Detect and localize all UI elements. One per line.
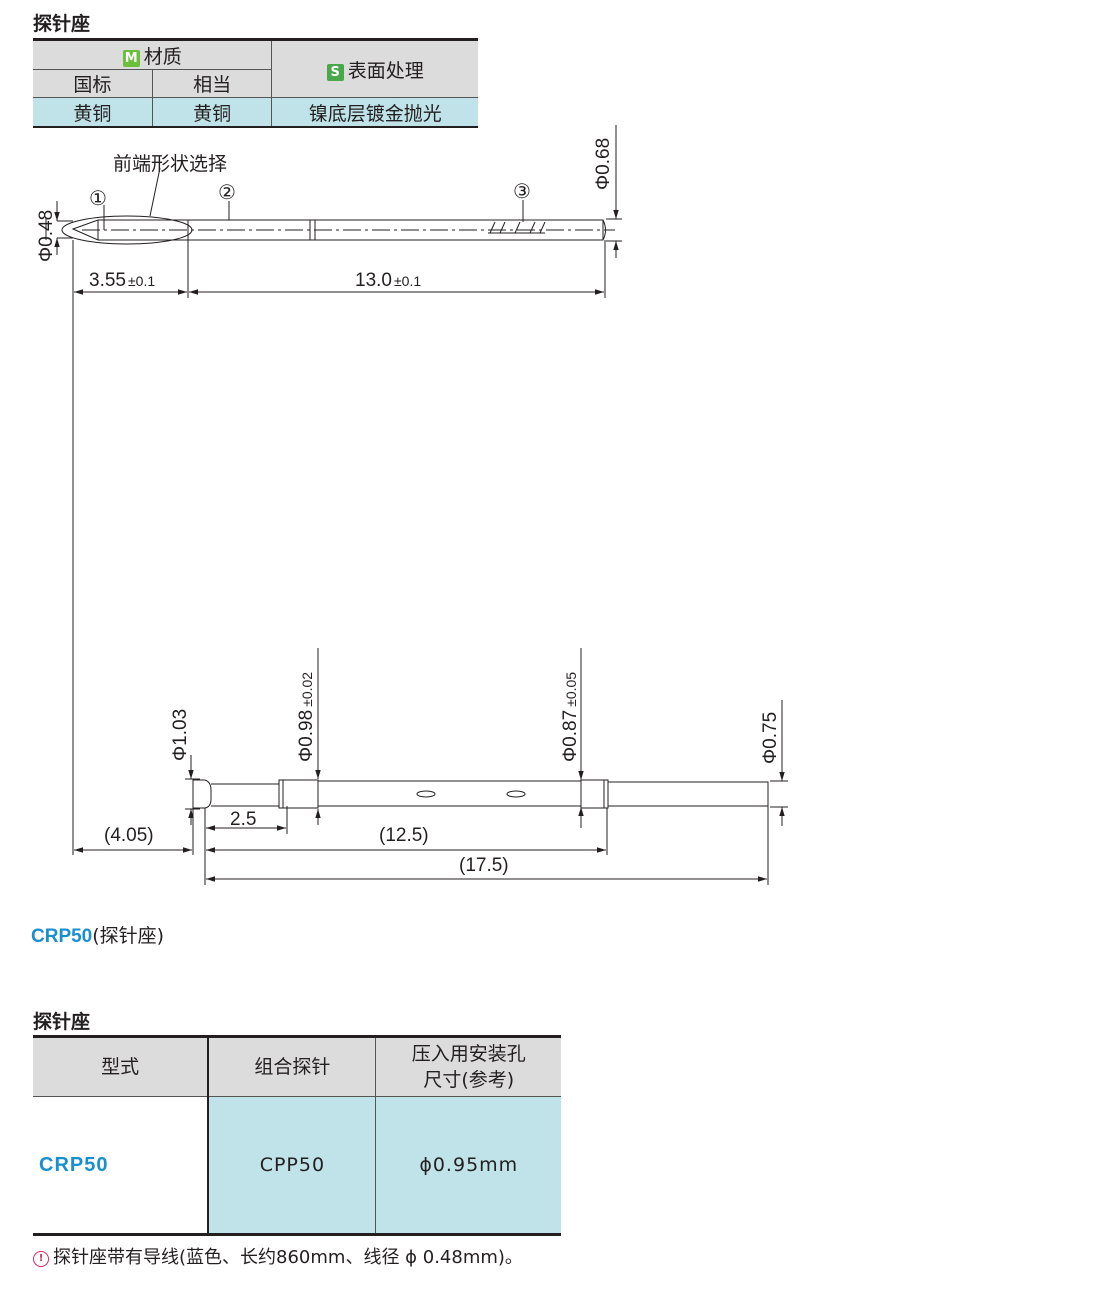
caption-suffix: (探针座) — [92, 925, 165, 947]
probe-head — [192, 779, 212, 809]
section-title-bottom: 探针座 — [33, 1011, 91, 1033]
dim-dia-head: Φ1.03 — [170, 709, 191, 761]
dim-len-a: 2.5 — [230, 809, 256, 830]
technical-drawing: 前端形状选择 ① ② ③ Φ0.48 Φ0.68 3.55±0.1 13.0±0… — [36, 125, 788, 885]
probe-body — [318, 780, 582, 807]
dim-len-offset: (4.05) — [104, 825, 154, 846]
section-title-top: 探针座 — [33, 13, 91, 35]
footnote: !探针座带有导线(蓝色、长约860mm、线径 ϕ 0.48mm)。 — [33, 1243, 523, 1269]
part-marker-1: ① — [89, 188, 107, 210]
cell-model: CRP50 — [33, 1096, 209, 1235]
warning-icon: ! — [33, 1251, 49, 1267]
material-national: 黄铜 — [33, 97, 153, 127]
cell-probe: CPP50 — [207, 1096, 376, 1235]
caption-model: CRP50 — [31, 926, 93, 947]
surface-badge: S — [326, 63, 344, 81]
surface-treatment: 镍底层镀金抛光 — [271, 97, 478, 127]
dim-dia-end: Φ0.68 — [593, 138, 614, 190]
dim-len-total: (17.5) — [459, 855, 509, 876]
dim-len2: 13.0±0.1 — [355, 270, 421, 291]
material-badge: M — [122, 49, 140, 67]
dim-dia-mid: Φ0.87±0.05 — [560, 672, 581, 762]
header-hole: 压入用安装孔尺寸(参考) — [375, 1036, 561, 1097]
spec-table: 型式 组合探针 压入用安装孔尺寸(参考) CRP50 CPP50 ϕ0.95mm — [33, 1035, 561, 1236]
tip-shape-label: 前端形状选择 — [113, 153, 227, 175]
sub-header-national: 国标 — [33, 69, 153, 98]
part-marker-2: ② — [218, 182, 236, 204]
dim-dia-tail: Φ0.75 — [760, 712, 781, 764]
probe-collar — [278, 779, 319, 809]
header-model: 型式 — [33, 1036, 209, 1097]
footnote-text: 探针座带有导线(蓝色、长约860mm、线径 ϕ 0.48mm)。 — [53, 1247, 523, 1268]
part-marker-3: ③ — [513, 181, 531, 203]
drawing-caption: CRP50(探针座) — [31, 921, 164, 948]
material-equivalent: 黄铜 — [151, 97, 272, 127]
probe-tail — [607, 781, 769, 807]
spring-marks — [488, 221, 546, 234]
sub-header-equivalent: 相当 — [151, 69, 272, 98]
header-probe: 组合探针 — [207, 1036, 376, 1097]
dim-len-body: (12.5) — [379, 825, 429, 846]
material-header: 材质 — [143, 45, 182, 68]
dim-len1: 3.55±0.1 — [89, 270, 155, 291]
dim-dia-tip: Φ0.48 — [36, 210, 57, 262]
dim-dia-body: Φ0.98±0.02 — [296, 672, 317, 762]
cell-hole: ϕ0.95mm — [375, 1096, 561, 1235]
surface-header: 表面处理 — [347, 59, 424, 82]
